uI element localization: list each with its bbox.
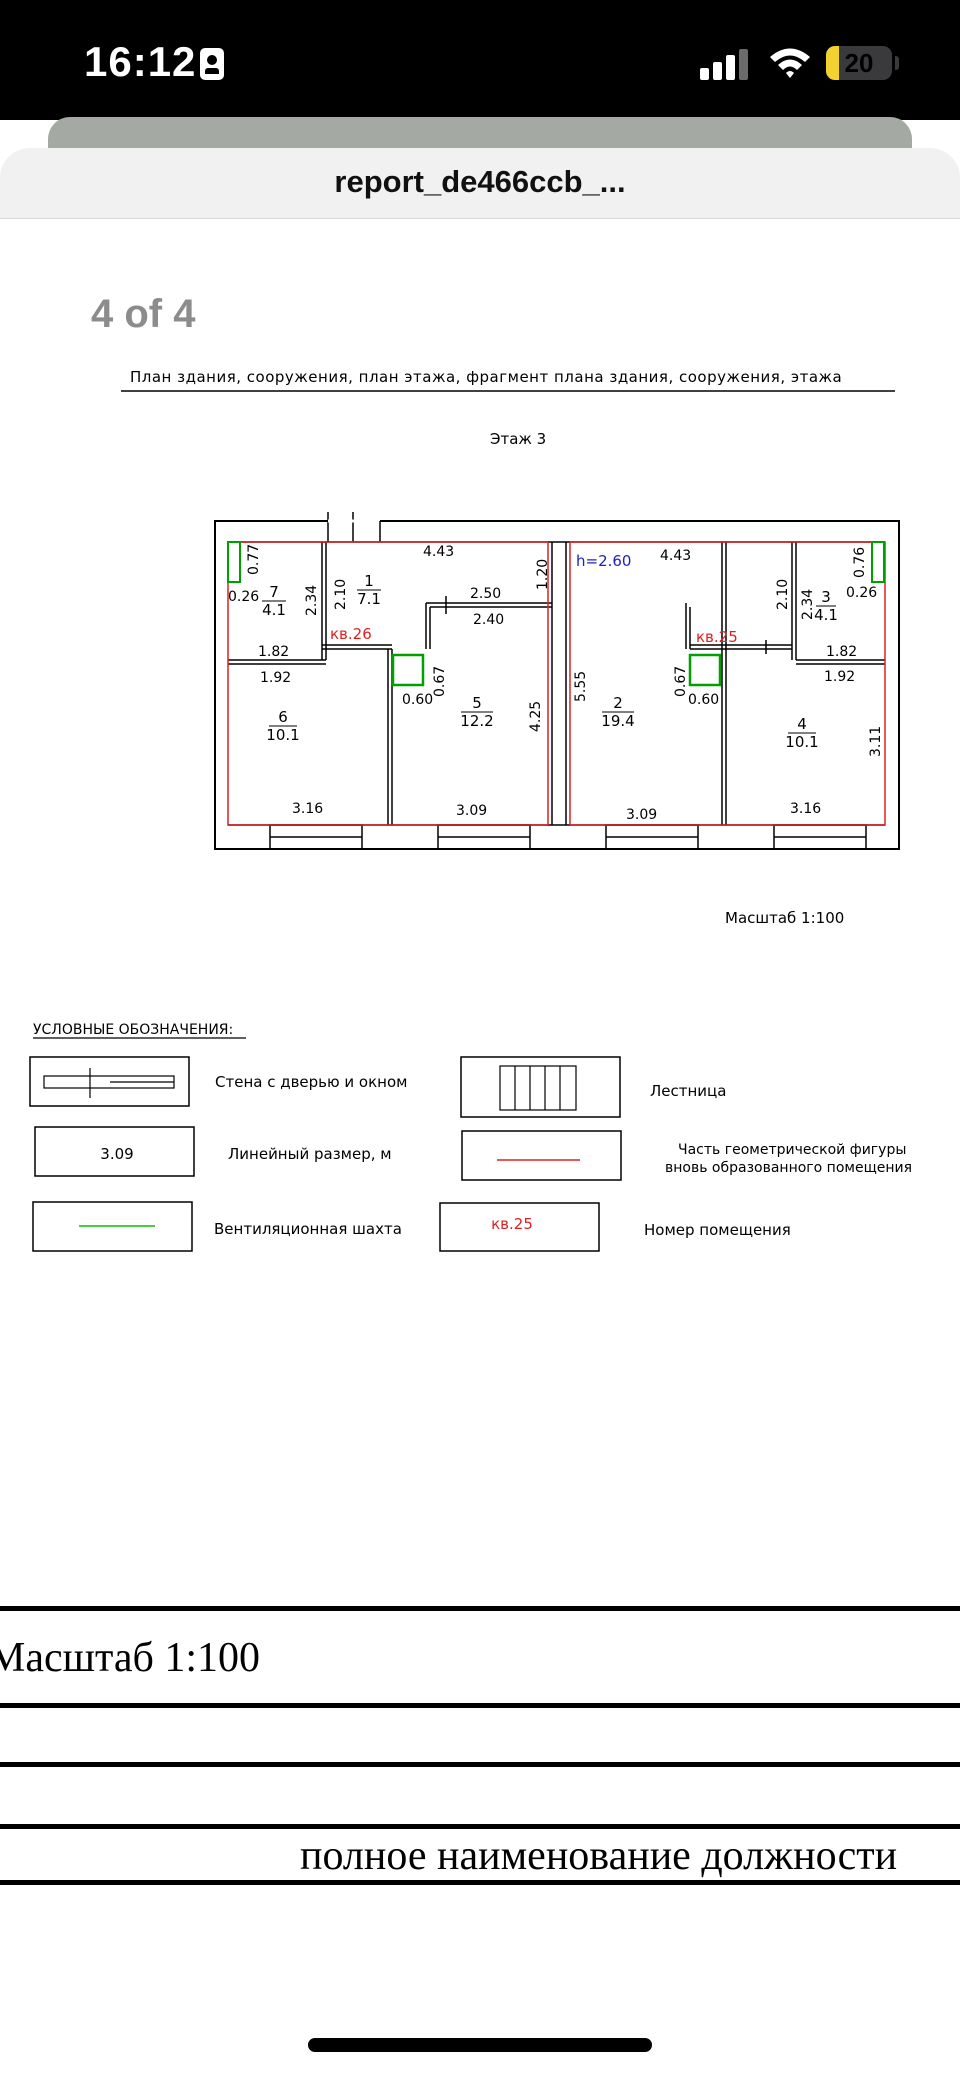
room-4-area: 10.1 [785,733,818,751]
room-1-number: 1 [364,572,374,590]
legend-geometric: Часть геометрической фигуры вновь образо… [461,1130,912,1181]
interior-walls [228,542,885,825]
status-time: 16:12 [84,38,197,85]
dim-425: 4.25 [528,701,544,732]
dim-077: 0.77 [246,544,262,575]
id-card-icon [200,48,224,80]
bottom-windows [269,824,867,850]
legend-room-label: Номер помещения [644,1221,791,1239]
dim-182-left: 1.82 [258,644,289,660]
dim-250: 2.50 [470,586,501,602]
outer-wall [214,520,900,850]
dim-top-left: 4.43 [423,544,454,560]
room-5-area: 12.2 [460,712,493,730]
room-6-number: 6 [278,708,288,726]
dim-234-left: 2.34 [304,585,320,616]
floor-label: Этаж 3 [490,430,546,448]
form-line [0,1606,960,1611]
legend-room: кв.25 Номер помещения [439,1202,791,1252]
dim-060-left: 0.60 [402,692,433,708]
dim-026-right: 0.26 [846,585,877,601]
footer-scale: Масштаб 1:100 [0,1635,261,1681]
legend-linear-sample: 3.09 [100,1145,133,1163]
legend-linear-label: Линейный размер, м [228,1145,392,1163]
room-5-number: 5 [472,694,482,712]
dim-210-right: 2.10 [775,579,791,610]
dim-555: 5.55 [573,671,589,702]
legend-geom-line1: Часть геометрической фигуры [678,1142,906,1158]
dim-240: 2.40 [473,612,504,628]
legend-wall: Стена с дверью и окном [29,1056,407,1107]
legend-linear: 3.09 Линейный размер, м [34,1126,392,1177]
battery-fill [826,46,840,80]
legend-stairs: Лестница [460,1056,726,1118]
apartment-25-label: кв.25 [696,628,738,646]
legend-stairs-label: Лестница [650,1082,726,1100]
legend-title: УСЛОВНЫЕ ОБОЗНАЧЕНИЯ: [33,1022,233,1038]
dim-bottom-1: 3.16 [292,801,323,817]
dim-234-right: 2.34 [800,589,816,620]
legend-room-sample: кв.25 [491,1215,533,1233]
form-line [0,1824,960,1829]
room-6-area: 10.1 [266,726,299,744]
signal-icon [700,48,752,80]
dim-067-left: 0.67 [432,666,448,697]
footer-position: полное наименование должности [300,1833,898,1879]
status-bar: 16:12 20 [0,0,960,120]
wifi-icon [770,48,810,78]
document-title: report_de466ccb_... [334,164,626,199]
dim-311: 3.11 [868,726,884,757]
dim-026-left: 0.26 [228,589,259,605]
form-line [0,1703,960,1708]
dim-060-right: 0.60 [688,692,719,708]
dim-top-right: 4.43 [660,548,691,564]
room-4-number: 4 [797,715,807,733]
document-viewer-header[interactable]: report_de466ccb_... [0,148,960,219]
dim-bottom-3: 3.09 [626,807,657,823]
room-1-area: 7.1 [357,590,381,608]
battery-icon: 20 [826,46,892,80]
battery-tip [895,56,899,70]
plan-header: План здания, сооружения, план этажа, фра… [130,368,842,386]
ceiling-height: h=2.60 [576,552,631,570]
legend-vent: Вентиляционная шахта [32,1201,402,1252]
dim-bottom-2: 3.09 [456,803,487,819]
vent-shafts [227,541,885,687]
form-line [0,1880,960,1885]
battery-level: 20 [844,48,874,78]
dim-182-right: 1.82 [826,644,857,660]
room-3-area: 4.1 [814,606,838,624]
room-2-number: 2 [613,694,623,712]
room-2-area: 19.4 [601,712,634,730]
legend-vent-label: Вентиляционная шахта [214,1220,402,1238]
page-indicator: 4 of 4 [91,292,196,336]
floor-plan-document: План здания, сооружения, план этажа, фра… [29,368,912,1252]
dim-120: 1.20 [535,559,551,590]
dim-210-left: 2.10 [333,579,349,610]
room-7-area: 4.1 [262,601,286,619]
apartment-26-label: кв.26 [330,625,372,643]
plan-scale: Масштаб 1:100 [725,909,844,927]
form-line [0,1762,960,1767]
legend-geom-line2: вновь образованного помещения [665,1160,912,1176]
dim-bottom-4: 3.16 [790,801,821,817]
legend-wall-label: Стена с дверью и окном [215,1073,407,1091]
home-indicator[interactable] [308,2038,652,2052]
red-boundaries [227,541,886,826]
dim-067-right: 0.67 [673,666,689,697]
dim-076: 0.76 [852,547,868,578]
dim-192-right: 1.92 [824,669,855,685]
room-3-number: 3 [821,588,831,606]
dim-192-left: 1.92 [260,670,291,686]
room-7-number: 7 [269,583,279,601]
